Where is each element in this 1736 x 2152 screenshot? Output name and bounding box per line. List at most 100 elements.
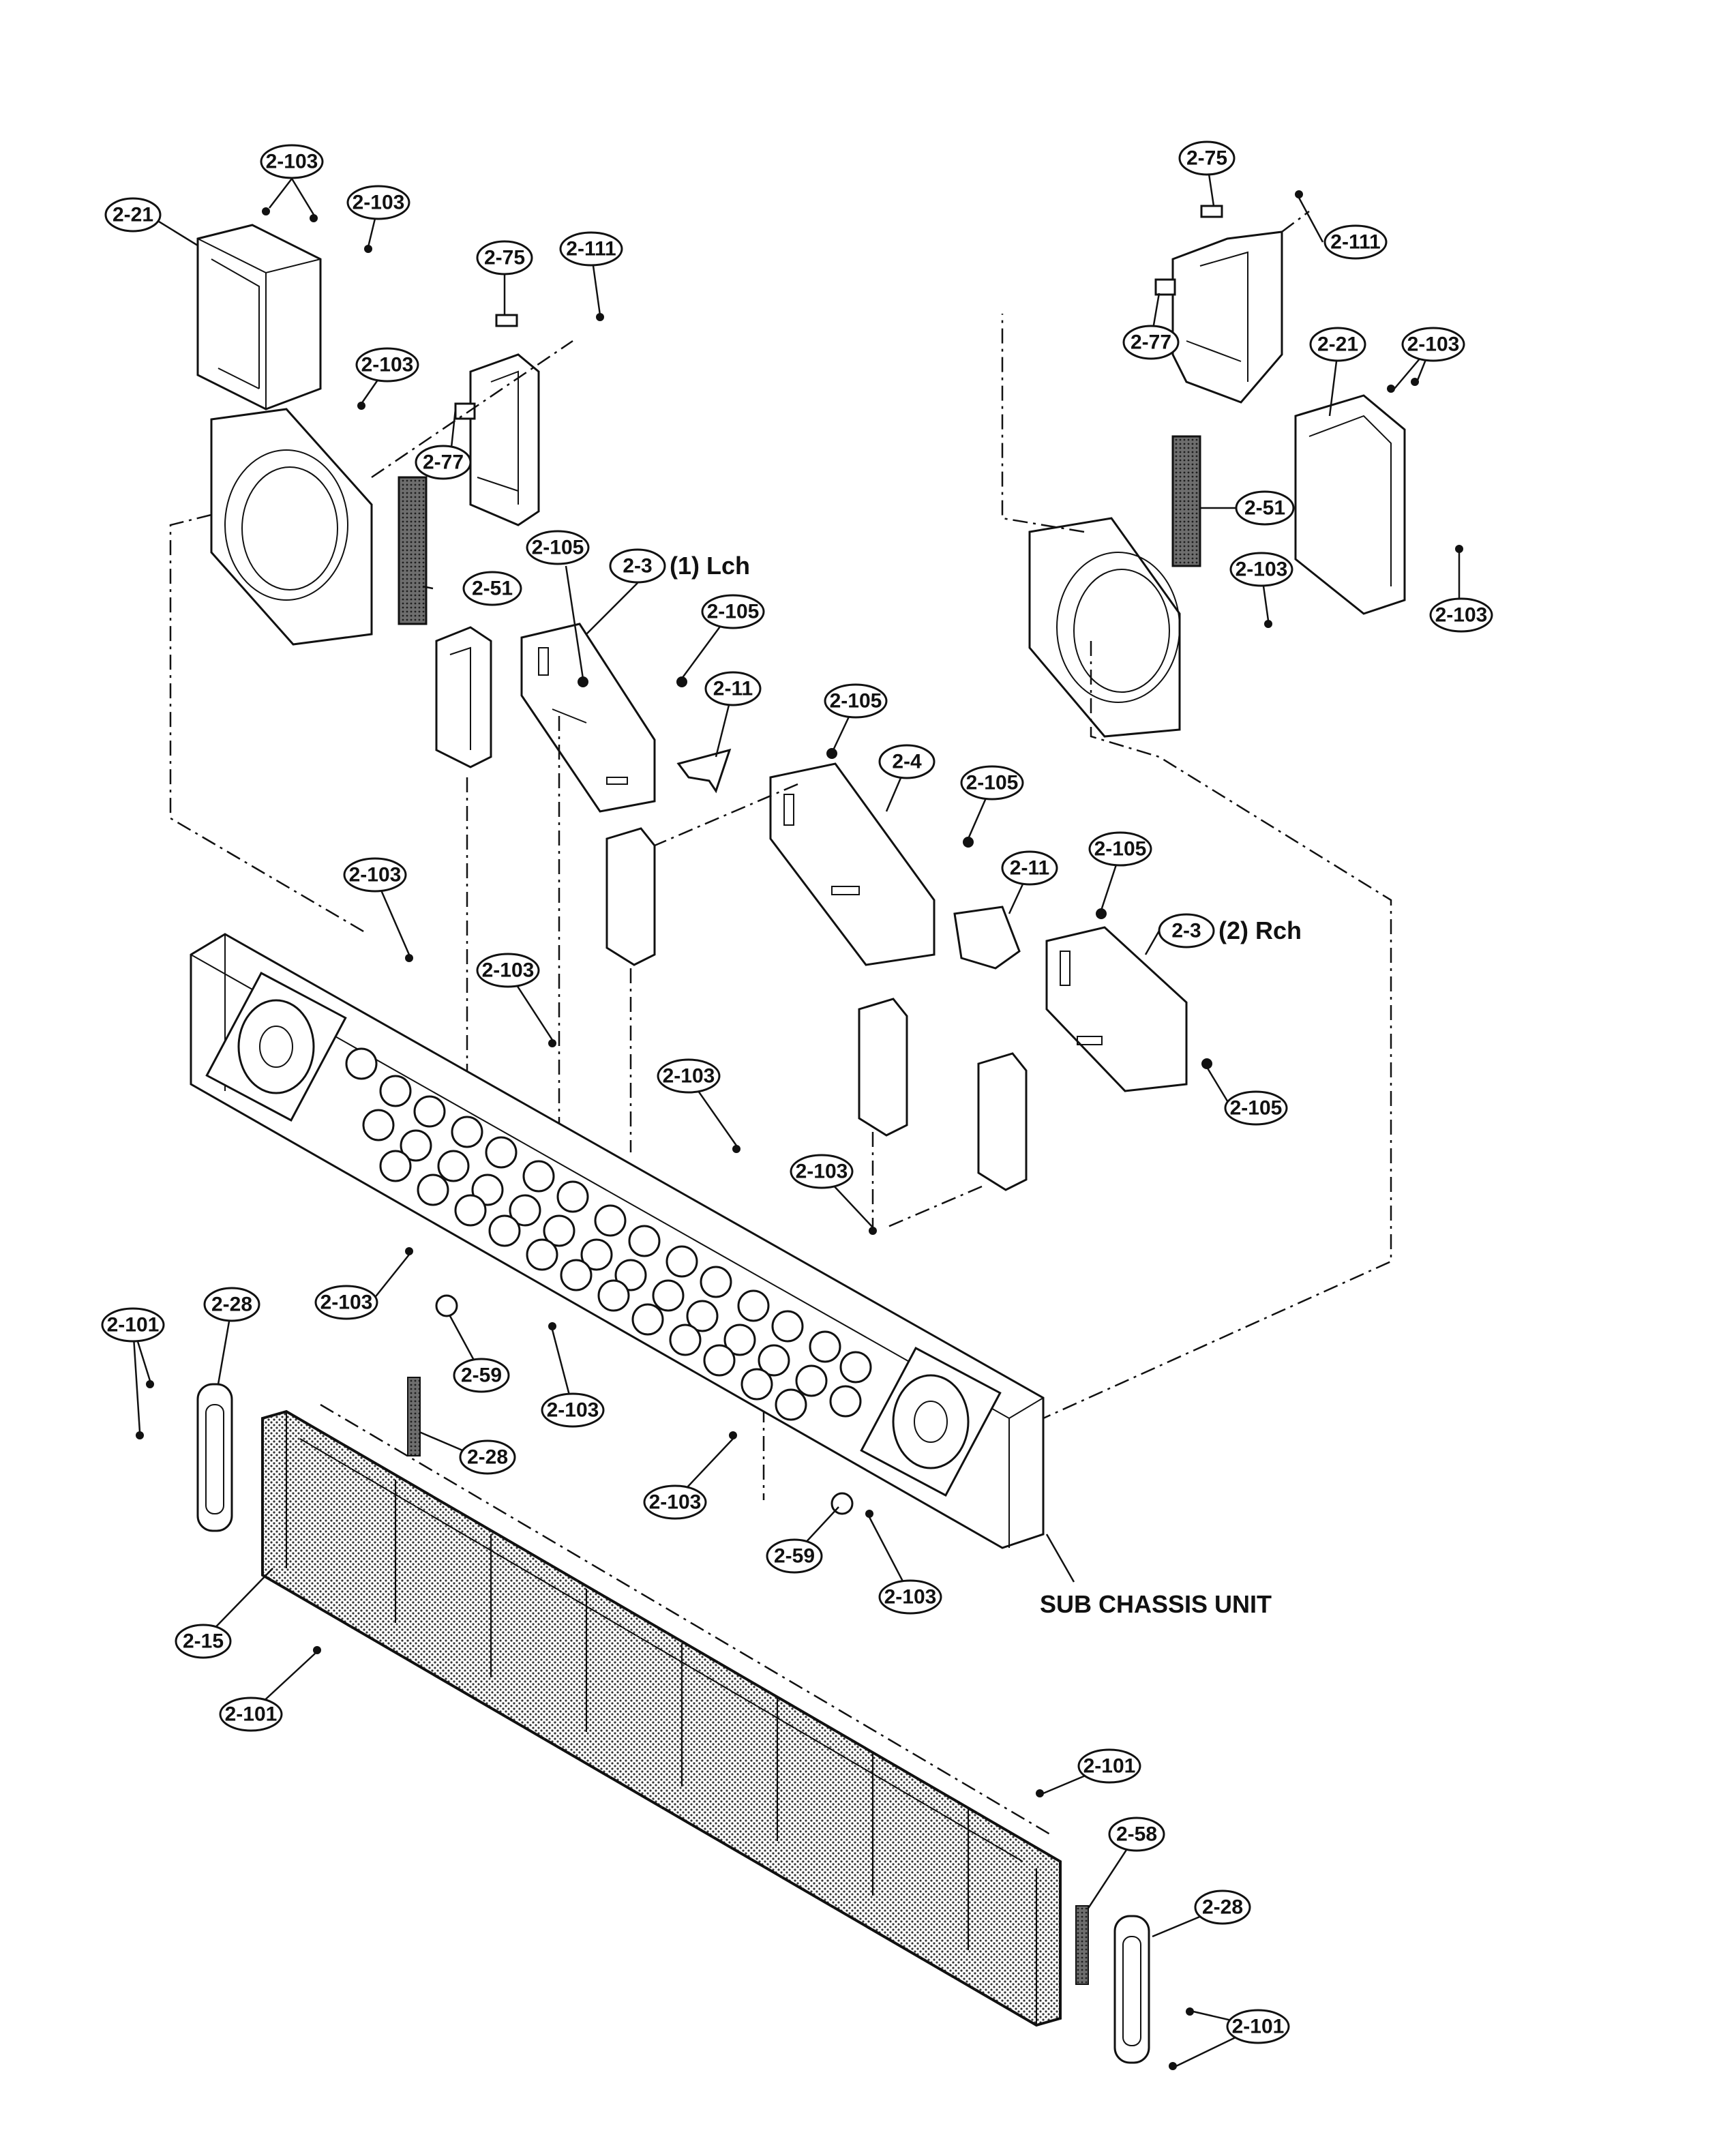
left-grille-strip bbox=[407, 1377, 421, 1456]
svg-text:2-103: 2-103 bbox=[1236, 558, 1288, 581]
svg-text:2-103: 2-103 bbox=[353, 192, 405, 214]
svg-text:2-103: 2-103 bbox=[547, 1399, 599, 1422]
callout-2-58: 2-58 bbox=[1108, 1817, 1165, 1852]
left-side-panel bbox=[196, 1383, 233, 1532]
left-baffle-plate bbox=[210, 408, 373, 646]
svg-text:2-103: 2-103 bbox=[1435, 604, 1488, 627]
svg-text:2-105: 2-105 bbox=[532, 537, 584, 559]
svg-text:2-3: 2-3 bbox=[623, 555, 652, 578]
callout-2-105-c: 2-105 bbox=[824, 683, 888, 719]
svg-text:2-103: 2-103 bbox=[884, 1586, 937, 1609]
svg-text:2-28: 2-28 bbox=[1202, 1896, 1243, 1919]
svg-text:2-77: 2-77 bbox=[1131, 331, 1171, 354]
svg-text:2-21: 2-21 bbox=[1317, 333, 1358, 356]
caption-rch: (2) Rch bbox=[1218, 916, 1302, 944]
svg-text:2-51: 2-51 bbox=[1244, 497, 1285, 520]
caption-lch: (1) Lch bbox=[670, 552, 750, 580]
callout-2-105-f: 2-105 bbox=[1224, 1090, 1288, 1126]
center-bracket bbox=[605, 827, 656, 966]
callout-2-101-c: 2-101 bbox=[1077, 1748, 1141, 1784]
callout-2-103-j: 2-103 bbox=[790, 1154, 854, 1189]
svg-text:2-103: 2-103 bbox=[320, 1291, 373, 1314]
board-lch bbox=[520, 623, 656, 813]
callout-2-103-h: 2-103 bbox=[476, 953, 540, 988]
callout-2-103-e: 2-103 bbox=[1229, 552, 1293, 587]
callout-2-111-b: 2-111 bbox=[1323, 224, 1388, 260]
board-center bbox=[769, 762, 936, 966]
caption-sub-chassis-unit: SUB CHASSIS UNIT bbox=[1040, 1590, 1272, 1618]
rch-bracket-a bbox=[858, 998, 908, 1137]
wire-2-11-a bbox=[676, 748, 732, 794]
callout-2-11-a: 2-11 bbox=[704, 671, 762, 706]
right-baffle-plate bbox=[1028, 517, 1181, 738]
callout-2-4: 2-4 bbox=[878, 744, 936, 779]
rch-bracket-b bbox=[977, 1052, 1028, 1191]
svg-text:2-111: 2-111 bbox=[1330, 231, 1380, 254]
svg-text:2-11: 2-11 bbox=[1010, 857, 1049, 880]
svg-text:2-77: 2-77 bbox=[423, 451, 464, 474]
svg-text:2-105: 2-105 bbox=[1230, 1097, 1283, 1120]
front-grille bbox=[261, 1409, 1062, 2027]
callout-2-103-f: 2-103 bbox=[1429, 597, 1493, 633]
svg-text:2-3: 2-3 bbox=[1171, 920, 1201, 942]
svg-text:2-101: 2-101 bbox=[1083, 1755, 1136, 1778]
callout-2-101-d: 2-101 bbox=[1226, 2009, 1290, 2044]
svg-text:2-11: 2-11 bbox=[713, 678, 753, 700]
svg-text:2-111: 2-111 bbox=[566, 238, 616, 260]
svg-text:2-103: 2-103 bbox=[663, 1065, 715, 1088]
lch-bracket-left bbox=[435, 626, 492, 768]
callout-2-105-d: 2-105 bbox=[960, 765, 1024, 801]
svg-text:2-103: 2-103 bbox=[482, 959, 535, 982]
right-speaker-bracket bbox=[1171, 230, 1283, 404]
screws bbox=[136, 190, 1463, 2070]
callout-2-103-i: 2-103 bbox=[657, 1058, 721, 1094]
svg-text:2-103: 2-103 bbox=[349, 864, 402, 886]
callout-2-15: 2-15 bbox=[175, 1624, 232, 1659]
svg-text:2-103: 2-103 bbox=[796, 1161, 848, 1183]
alignment-lines bbox=[169, 211, 1392, 1500]
callout-2-103-l: 2-103 bbox=[541, 1392, 605, 1428]
callout-2-103-b: 2-103 bbox=[346, 185, 410, 220]
tweeter-array bbox=[345, 1047, 872, 1421]
callout-2-111-a: 2-111 bbox=[559, 231, 623, 267]
callout-2-75-b: 2-75 bbox=[1178, 140, 1236, 176]
svg-text:2-28: 2-28 bbox=[211, 1294, 252, 1316]
callout-2-59-a: 2-59 bbox=[453, 1358, 510, 1393]
callout-2-51-b: 2-51 bbox=[1235, 490, 1295, 526]
right-small-clip bbox=[1200, 205, 1223, 218]
callout-2-103-d: 2-103 bbox=[1401, 327, 1465, 362]
svg-text:2-58: 2-58 bbox=[1116, 1823, 1157, 1846]
svg-text:2-59: 2-59 bbox=[461, 1364, 502, 1387]
right-duct-mesh bbox=[1171, 435, 1201, 567]
callout-2-51-a: 2-51 bbox=[462, 571, 522, 606]
callout-2-28-a: 2-28 bbox=[203, 1287, 260, 1322]
svg-text:2-59: 2-59 bbox=[774, 1545, 815, 1568]
svg-text:2-101: 2-101 bbox=[1232, 2016, 1285, 2038]
svg-text:2-103: 2-103 bbox=[649, 1491, 702, 1514]
svg-text:2-105: 2-105 bbox=[707, 601, 760, 623]
right-grille-strip bbox=[1075, 1905, 1089, 1985]
callout-2-105-b: 2-105 bbox=[701, 594, 765, 629]
board-rch bbox=[1045, 926, 1188, 1092]
svg-text:2-103: 2-103 bbox=[361, 354, 414, 376]
svg-text:2-105: 2-105 bbox=[830, 690, 882, 713]
svg-text:2-105: 2-105 bbox=[966, 772, 1019, 794]
left-duct-mesh bbox=[398, 476, 428, 625]
svg-text:2-101: 2-101 bbox=[107, 1314, 160, 1336]
right-top-cover bbox=[1294, 394, 1406, 615]
svg-text:2-28: 2-28 bbox=[467, 1446, 508, 1469]
svg-text:2-4: 2-4 bbox=[892, 751, 922, 773]
callout-2-77-b: 2-77 bbox=[1122, 325, 1180, 360]
left-speaker-bracket bbox=[469, 353, 540, 526]
main-chassis bbox=[190, 933, 1045, 1549]
callout-2-103-g: 2-103 bbox=[343, 857, 407, 893]
callout-2-3-lch: 2-3 bbox=[609, 548, 666, 584]
callout-2-103-m: 2-103 bbox=[643, 1484, 707, 1520]
left-top-cover bbox=[196, 224, 322, 410]
svg-text:2-103: 2-103 bbox=[266, 151, 318, 173]
svg-text:2-75: 2-75 bbox=[1186, 147, 1227, 170]
callout-2-103-k: 2-103 bbox=[314, 1285, 378, 1320]
callout-2-105-a: 2-105 bbox=[526, 530, 590, 565]
callout-2-75-a: 2-75 bbox=[476, 240, 533, 275]
